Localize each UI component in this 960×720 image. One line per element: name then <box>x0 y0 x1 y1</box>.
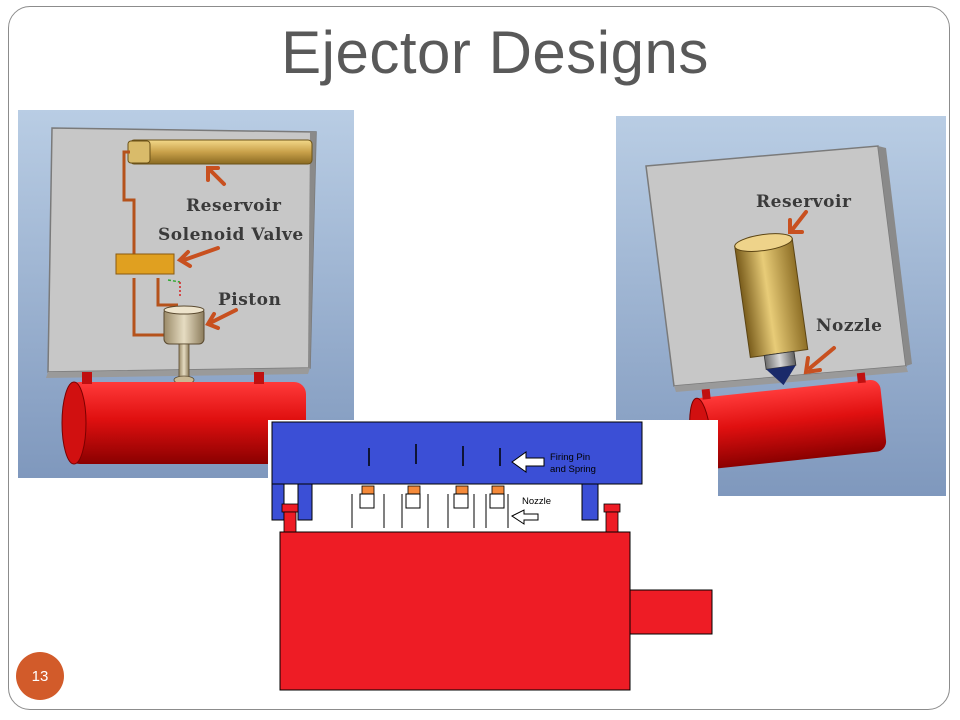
label-firing-pin-line1: Firing Pin <box>550 452 590 463</box>
ejector-schematic-image: Firing Pin and Spring Nozzle <box>268 420 718 692</box>
label-solenoid-valve: Solenoid Valve <box>158 225 304 245</box>
label-nozzle-schematic: Nozzle <box>522 496 551 507</box>
label-reservoir-right: Reservoir <box>756 192 852 212</box>
label-reservoir-left: Reservoir <box>186 196 282 216</box>
right-ejector-image: Reservoir Nozzle <box>616 116 946 496</box>
page-number-badge: 13 <box>16 652 64 700</box>
label-piston: Piston <box>218 290 281 310</box>
right-ejector-render: Reservoir Nozzle <box>616 116 946 496</box>
left-ejector-render: Reservoir Solenoid Valve Piston <box>18 110 354 478</box>
label-nozzle-right: Nozzle <box>816 316 882 336</box>
label-firing-pin-line2: and Spring <box>550 464 596 475</box>
left-ejector-image: Reservoir Solenoid Valve Piston <box>18 110 354 478</box>
slide-title: Ejector Designs <box>281 19 709 86</box>
ejector-schematic: Firing Pin and Spring Nozzle <box>268 420 718 692</box>
